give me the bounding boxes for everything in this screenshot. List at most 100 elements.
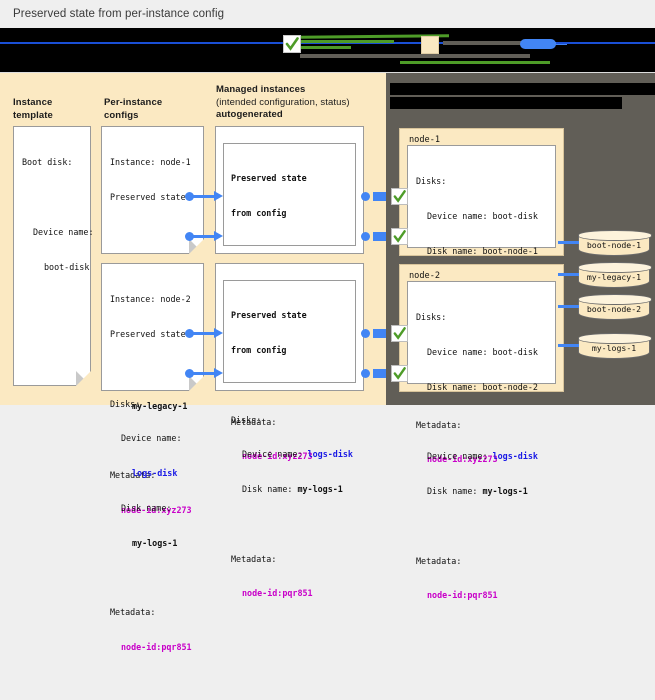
disk-cylinder-boot-node-1-label: boot-node-1 (586, 240, 642, 250)
n2-extra-device-value: logs-disk (492, 451, 538, 462)
disk-connector-line (558, 305, 579, 308)
pic2-disk-label: Disk name: (121, 502, 172, 513)
legend-blue-tail (551, 42, 567, 45)
managed-instances-heading-line1: Managed instances (216, 84, 306, 95)
legend-gray-bar-2 (300, 54, 530, 58)
connector-dot (361, 369, 370, 378)
pic2-metadata-label: Metadata: (110, 607, 156, 618)
mi2-device-value: logs-disk (307, 449, 353, 460)
column-heading-managed-instances: Managed instances (intended configuratio… (216, 84, 350, 122)
connector-dot (185, 232, 194, 241)
instance-template-device-value: boot-disk (44, 261, 90, 272)
n1-disks-label: Disks: (416, 176, 447, 187)
instance-template-card: Boot disk: Device name: boot-disk (13, 126, 94, 386)
managed-instance-inner-node-1: Preserved state from config Disks: Devic… (223, 143, 363, 461)
disk-cylinder-my-logs-1-label: my-logs-1 (591, 343, 637, 353)
pic2-preserved: Preserved state (110, 328, 186, 339)
page-fold-corner-inner (189, 239, 204, 254)
pic1-preserved: Preserved state (110, 191, 186, 202)
instance-template-title: Boot disk: (22, 157, 73, 168)
column-heading-per-instance-configs: Per-instance configs (104, 97, 162, 122)
disk-cylinder-my-legacy-1-label: my-legacy-1 (586, 272, 642, 282)
legend-gray-bar-1 (443, 41, 523, 45)
connector-dot (361, 192, 370, 201)
legend-green-line-2 (299, 40, 394, 43)
connector-dot (185, 192, 194, 201)
managed-instance-inner-node-2: Preserved state from config Disks: Devic… (223, 280, 356, 598)
connector-dot (185, 329, 194, 338)
disk-connector-line (558, 344, 579, 347)
connector-line (192, 332, 216, 335)
mi2-disks-label: Disks: (231, 414, 262, 425)
n2-boot-disk: Disk name: boot-node-2 (427, 381, 538, 392)
n2-extra-device-label: Device name: (427, 451, 493, 462)
n2-extra-disk-value: my-logs-1 (482, 486, 528, 497)
green-check-icon (391, 365, 408, 382)
connector-square (373, 369, 386, 378)
instance-template-heading-line2: template (13, 109, 53, 121)
pic2-device-label: Device name: (121, 433, 182, 444)
mi2-metadata-label: Metadata: (231, 553, 277, 564)
mi2-disk-value: my-logs-1 (297, 484, 343, 495)
green-check-icon (391, 228, 408, 245)
green-check-icon (391, 188, 408, 205)
diagram-canvas: Instance template Per-instance configs M… (0, 72, 655, 652)
mi2-preserved-line1: Preserved state (231, 310, 307, 321)
connector-arrow-icon (214, 231, 223, 241)
pic2-disk-value: my-logs-1 (132, 537, 178, 548)
connector-square (373, 192, 386, 201)
n1-boot-device: Device name: boot-disk (427, 210, 538, 221)
runtime-node-2-detail: Disks: Device name: boot-disk Disk name:… (407, 281, 556, 600)
n2-metadata-label: Metadata: (416, 555, 462, 566)
pic2-metadata-value: node-id:pqr851 (121, 642, 192, 652)
mi1-preserved-line1: Preserved state (231, 173, 307, 184)
disk-connector-line (558, 273, 579, 276)
per-instance-heading-line1: Per-instance (104, 97, 163, 108)
disk-cylinder-boot-node-1: boot-node-1 (578, 230, 652, 256)
connector-arrow-icon (214, 328, 223, 338)
connector-dot (361, 329, 370, 338)
page-fold-corner-inner (189, 376, 204, 391)
page-fold-corner-inner (76, 371, 91, 386)
disk-cylinder-boot-node-2-label: boot-node-2 (586, 304, 642, 314)
n2-extra-disk-label: Disk name: (427, 486, 483, 497)
n2-disks-label: Disks: (416, 312, 447, 323)
legend-color-swatch (421, 36, 439, 54)
connector-arrow-icon (214, 191, 223, 201)
pic2-disks-label: Disks: (110, 398, 141, 409)
connector-line (192, 235, 216, 238)
green-check-icon (391, 325, 408, 342)
green-check-icon (283, 35, 301, 53)
legend-rule-blue-right (556, 42, 655, 44)
connector-square (373, 232, 386, 241)
connector-square (373, 329, 386, 338)
mi2-preserved-line2: from config (231, 344, 287, 355)
node-1-label: node-1 (409, 135, 441, 145)
connector-arrow-icon (214, 368, 223, 378)
managed-instances-heading-line2: (intended configuration, status) (216, 96, 350, 108)
mi1-preserved-line2: from config (231, 207, 287, 218)
disk-cylinder-my-logs-1: my-logs-1 (578, 333, 652, 359)
redacted-header-bar-1 (390, 83, 655, 95)
mi2-device-label: Device name: (242, 449, 303, 460)
node-2-label: node-2 (409, 271, 441, 281)
pic2-device-value: logs-disk (132, 468, 178, 479)
instance-template-device-label: Device name: (33, 226, 94, 237)
per-instance-heading-line2: configs (104, 109, 139, 121)
legend-blue-pill (520, 39, 556, 49)
mi2-metadata-value: node-id:pqr851 (242, 588, 313, 599)
connector-line (192, 195, 216, 198)
n1-boot-disk: Disk name: boot-node-1 (427, 245, 538, 256)
n2-metadata-value: node-id:pqr851 (427, 590, 498, 601)
runtime-node-1-detail: Disks: Device name: boot-disk Disk name:… (407, 145, 556, 464)
managed-instances-heading-line3: autogenerated (216, 109, 283, 120)
pic2-instance: Instance: node-2 (110, 294, 191, 305)
redacted-header-bar-2 (390, 97, 622, 109)
disk-connector-line (558, 241, 579, 244)
connector-line (192, 372, 216, 375)
page-title: Preserved state from per-instance config (0, 0, 655, 28)
connector-dot (361, 232, 370, 241)
disk-cylinder-my-legacy-1: my-legacy-1 (578, 262, 652, 288)
pic1-instance: Instance: node-1 (110, 157, 191, 168)
legend-band (0, 28, 655, 72)
